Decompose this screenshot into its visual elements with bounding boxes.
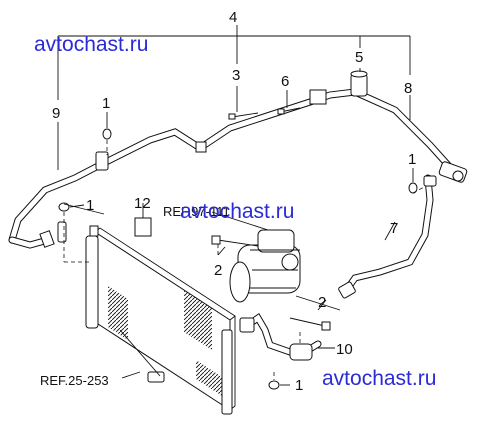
callout-12: 12: [134, 195, 151, 212]
ref-leader-compressor: [211, 211, 269, 231]
condenser: [85, 225, 236, 415]
callout-bracket-4: [57, 25, 411, 100]
bolt-part-2-right: [289, 295, 341, 331]
bolt-part-3: [228, 86, 259, 120]
bolt-part-1-top: [102, 112, 112, 140]
callout-9: 9: [52, 105, 60, 122]
upper-pipe-assembly: [8, 70, 468, 249]
callout-2-right: 2: [318, 294, 326, 311]
callout-7: 7: [390, 220, 398, 237]
callout-1-bottom: 1: [295, 377, 303, 394]
bolt-part-6: [277, 90, 301, 115]
watermark-top: avtochast.ru: [34, 33, 148, 56]
dashed-guides: [63, 140, 427, 380]
callout-8: 8: [404, 80, 412, 97]
watermark-middle: avtochast.ru: [180, 200, 294, 223]
bolt-part-1-left: [57, 202, 85, 243]
ref-label-compressor: REF.97-111: [163, 204, 230, 219]
leaders: [57, 68, 396, 349]
bolt-part-1-bottom: [268, 380, 290, 390]
hose-part-7: [338, 174, 437, 299]
callout-1-right: 1: [408, 151, 416, 168]
callout-4: 4: [229, 9, 237, 26]
compressor: [229, 229, 301, 303]
callout-6: 6: [281, 73, 289, 90]
callout-5: 5: [355, 49, 363, 66]
callout-2-left: 2: [214, 262, 222, 279]
callout-3: 3: [232, 67, 240, 84]
bolt-part-1-right: [408, 168, 418, 194]
hose-part-10: [239, 312, 322, 361]
callout-1-top: 1: [102, 95, 110, 112]
callout-10: 10: [336, 341, 353, 358]
ref-label-condenser: REF.25-253: [40, 373, 109, 388]
ref-leader-condenser: [121, 371, 141, 379]
watermark-bottom: avtochast.ru: [322, 367, 436, 390]
label-part-12: [134, 217, 152, 237]
bolt-part-2-left: [211, 235, 259, 247]
callout-1-left: 1: [86, 197, 94, 214]
